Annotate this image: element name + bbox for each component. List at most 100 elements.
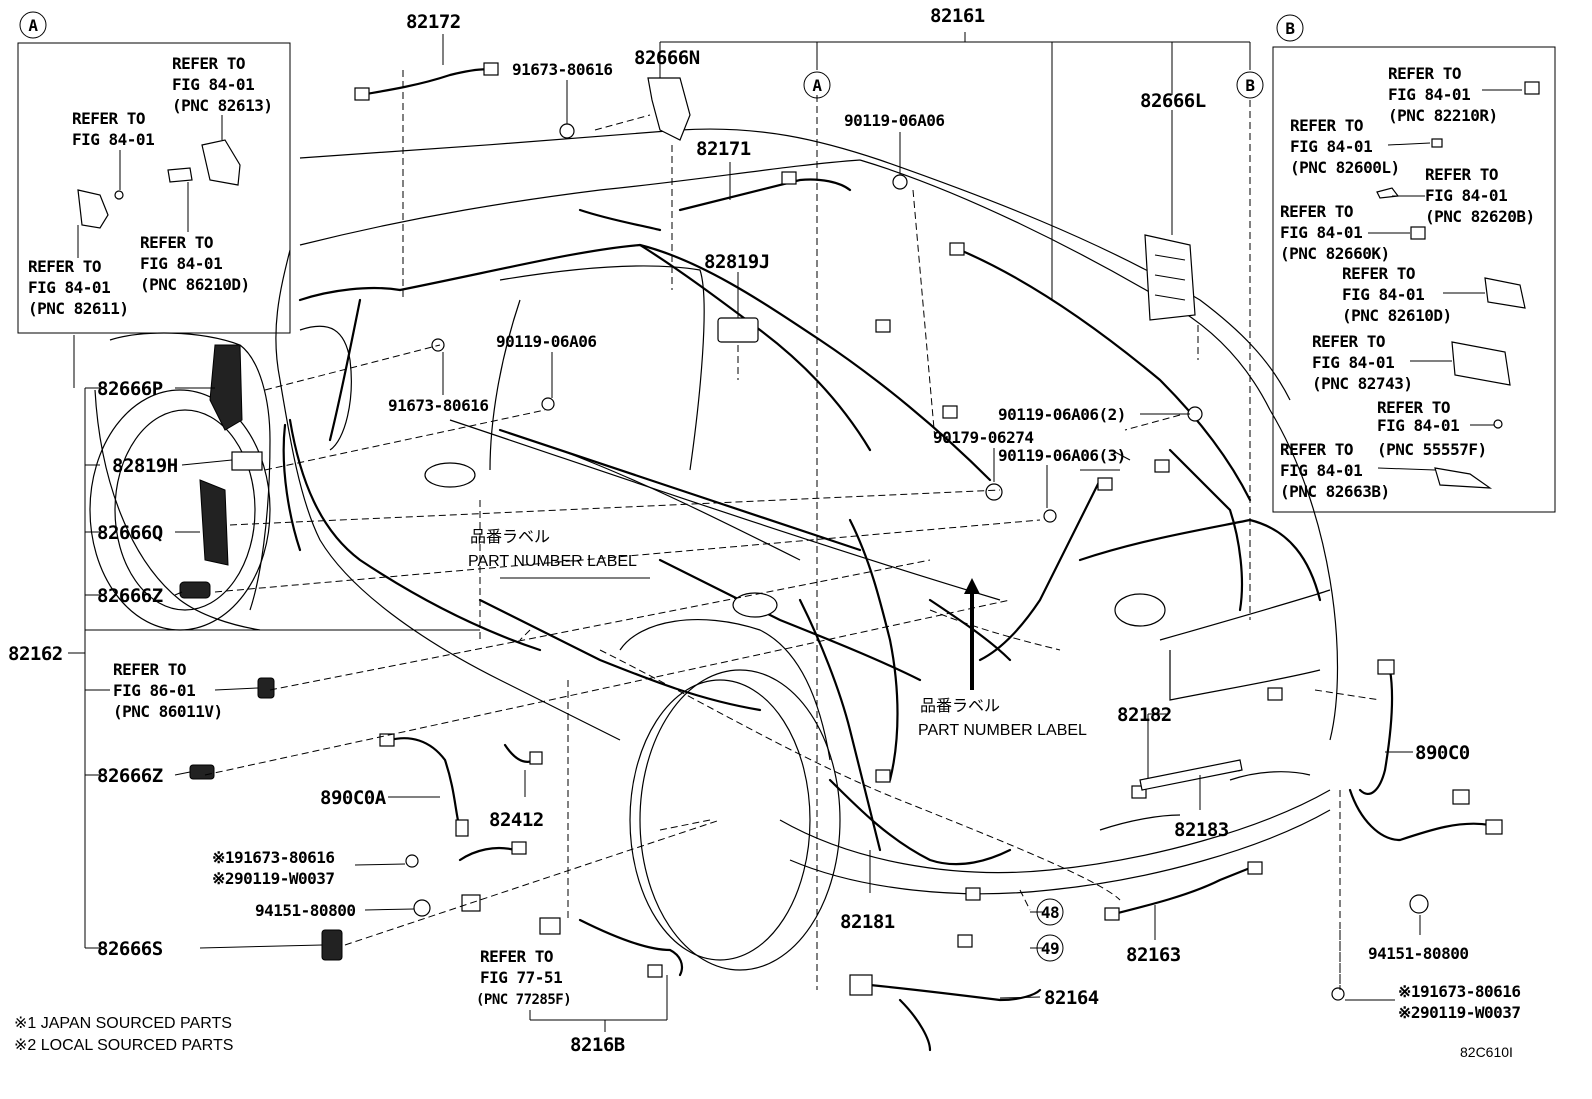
- callout-82819j: 82819J: [704, 251, 770, 273]
- callout-82171: 82171: [696, 138, 751, 160]
- callout-82666s: 82666S: [97, 938, 163, 960]
- circle-a-box: A: [28, 16, 38, 35]
- box-a-ref4-l1: REFER TO: [28, 257, 101, 276]
- callout-82412: 82412: [489, 809, 544, 831]
- box-b-ref4-l1: REFER TO: [1280, 202, 1353, 221]
- callout-94151-right: 94151-80800: [1368, 944, 1468, 963]
- part-label-jp-2: 品番ラベル: [920, 697, 1000, 715]
- circle-labels: A B A B 48 49: [19, 11, 1304, 962]
- box-b-ref8-l1: REFER TO: [1280, 440, 1353, 459]
- marked-fasteners: ※191673-80616 ※290119-W0037 ※191673-8061…: [212, 848, 1521, 1022]
- callout-82161: 82161: [930, 5, 985, 27]
- box-a-ref3-l2: FIG 84-01: [140, 254, 222, 273]
- callout-91673-mid: 91673-80616: [388, 396, 488, 415]
- part-label-en-1: PART NUMBER LABEL: [468, 553, 637, 570]
- box-b-ref5-l2: FIG 84-01: [1342, 285, 1424, 304]
- box-a-notes: REFER TO FIG 84-01 (PNC 82613) REFER TO …: [28, 54, 273, 318]
- refer-77-line3: (PNC 77285F): [476, 992, 571, 1008]
- box-a-ref4-l3: (PNC 82611): [28, 299, 128, 318]
- callout-890c0: 890C0: [1415, 742, 1470, 764]
- marked-left-2: ※290119-W0037: [212, 869, 335, 888]
- box-a-ref2-l1: REFER TO: [72, 109, 145, 128]
- box-b-ref8-l2: FIG 84-01: [1280, 461, 1362, 480]
- callout-82163: 82163: [1126, 944, 1181, 966]
- callout-8216b: 8216B: [570, 1034, 625, 1056]
- callout-82666n: 82666N: [634, 47, 700, 69]
- callout-82181: 82181: [840, 911, 895, 933]
- marked-right-2: ※290119-W0037: [1398, 1003, 1521, 1022]
- callout-82666z-1: 82666Z: [97, 585, 163, 607]
- box-b-ref1-l2: FIG 84-01: [1388, 85, 1470, 104]
- part-number-labels: 品番ラベル PART NUMBER LABEL 品番ラベル PART NUMBE…: [468, 528, 1087, 739]
- leader-lines: [204, 70, 1381, 990]
- box-b-ref2-l3: (PNC 82600L): [1290, 158, 1400, 177]
- callout-82819h: 82819H: [112, 455, 178, 477]
- box-a-ref2-l2: FIG 84-01: [72, 130, 154, 149]
- refer-86-line1: REFER TO: [113, 660, 186, 679]
- box-b-ref6-l1: REFER TO: [1312, 332, 1385, 351]
- box-b-ref3-l1: REFER TO: [1425, 165, 1498, 184]
- box-b-ref2-l1: REFER TO: [1290, 116, 1363, 135]
- part-label-jp-1: 品番ラベル: [470, 528, 550, 546]
- box-b-ref7-l0: FIG 84-01: [1377, 416, 1459, 435]
- part-label-en-2: PART NUMBER LABEL: [918, 722, 1087, 739]
- callout-91673-top: 91673-80616: [512, 60, 612, 79]
- callout-82172: 82172: [406, 11, 461, 33]
- callout-82162: 82162: [8, 643, 63, 665]
- box-b-ref1-l1: REFER TO: [1388, 64, 1461, 83]
- box-b-ref4-l3: (PNC 82660K): [1280, 244, 1390, 263]
- callout-90119-3: 90119-06A06(3): [998, 446, 1126, 465]
- callout-82666z-2: 82666Z: [97, 765, 163, 787]
- callout-90119-mid: 90119-06A06: [496, 332, 596, 351]
- callout-890c0a: 890C0A: [320, 787, 387, 809]
- box-b-notes: REFER TO FIG 84-01 (PNC 82210R) REFER TO…: [1280, 64, 1535, 501]
- circle-49: 49: [1041, 939, 1059, 958]
- callout-90119-top: 90119-06A06: [844, 111, 944, 130]
- footnotes: ※1 JAPAN SOURCED PARTS ※2 LOCAL SOURCED …: [14, 1015, 1513, 1060]
- box-b-ref1-l3: (PNC 82210R): [1388, 106, 1498, 125]
- box-a-ref1-l2: FIG 84-01: [172, 75, 254, 94]
- callout-82183: 82183: [1174, 819, 1229, 841]
- refer-86-line2: FIG 86-01: [113, 681, 195, 700]
- box-a-ref1-l3: (PNC 82613): [172, 96, 272, 115]
- callout-labels: 82172 82161 91673-80616 82666N 82171 901…: [8, 5, 1470, 1056]
- box-b-ref4-l2: FIG 84-01: [1280, 223, 1362, 242]
- box-a-ref4-l2: FIG 84-01: [28, 278, 110, 297]
- footnote-japan: ※1 JAPAN SOURCED PARTS: [14, 1015, 232, 1032]
- callout-82182: 82182: [1117, 704, 1172, 726]
- bracket-lines: [68, 32, 1421, 1032]
- circle-b-main: B: [1245, 76, 1255, 95]
- refer-77-line2: FIG 77-51: [480, 968, 562, 987]
- circle-a-main: A: [812, 76, 822, 95]
- components: [179, 62, 1503, 1001]
- box-b-ref6-l3: (PNC 82743): [1312, 374, 1412, 393]
- box-a-ref1-l1: REFER TO: [172, 54, 245, 73]
- detail-box-b: [1272, 46, 1556, 513]
- callout-82666l: 82666L: [1140, 90, 1206, 112]
- callout-82164: 82164: [1044, 987, 1099, 1009]
- box-b-ref7-l1: REFER TO: [1377, 398, 1450, 417]
- refer-77-line1: REFER TO: [480, 947, 553, 966]
- box-b-ref7-l2: (PNC 55557F): [1377, 440, 1487, 459]
- callout-90119-2: 90119-06A06(2): [998, 405, 1126, 424]
- box-b-ref2-l2: FIG 84-01: [1290, 137, 1372, 156]
- footnote-local: ※2 LOCAL SOURCED PARTS: [14, 1037, 233, 1054]
- box-b-ref5-l3: (PNC 82610D): [1342, 306, 1452, 325]
- box-a-ref3-l3: (PNC 86210D): [140, 275, 250, 294]
- box-b-ref3-l3: (PNC 82620B): [1425, 207, 1535, 226]
- callout-94151-left: 94151-80800: [255, 901, 355, 920]
- callout-82666q: 82666Q: [97, 522, 163, 544]
- callout-90179: 90179-06274: [933, 428, 1033, 447]
- box-b-ref5-l1: REFER TO: [1342, 264, 1415, 283]
- circle-b-box: B: [1285, 19, 1295, 38]
- marked-right-1: ※191673-80616: [1398, 982, 1521, 1001]
- callout-82666p: 82666P: [97, 378, 163, 400]
- box-a-ref3-l1: REFER TO: [140, 233, 213, 252]
- box-b-ref8-l3: (PNC 82663B): [1280, 482, 1390, 501]
- diagram-code: 82C610I: [1460, 1044, 1513, 1060]
- refer-notes-main: REFER TO FIG 86-01 (PNC 86011V) REFER TO…: [113, 660, 572, 1008]
- circle-48: 48: [1041, 903, 1059, 922]
- detail-box-a: [17, 42, 291, 334]
- box-b-ref3-l2: FIG 84-01: [1425, 186, 1507, 205]
